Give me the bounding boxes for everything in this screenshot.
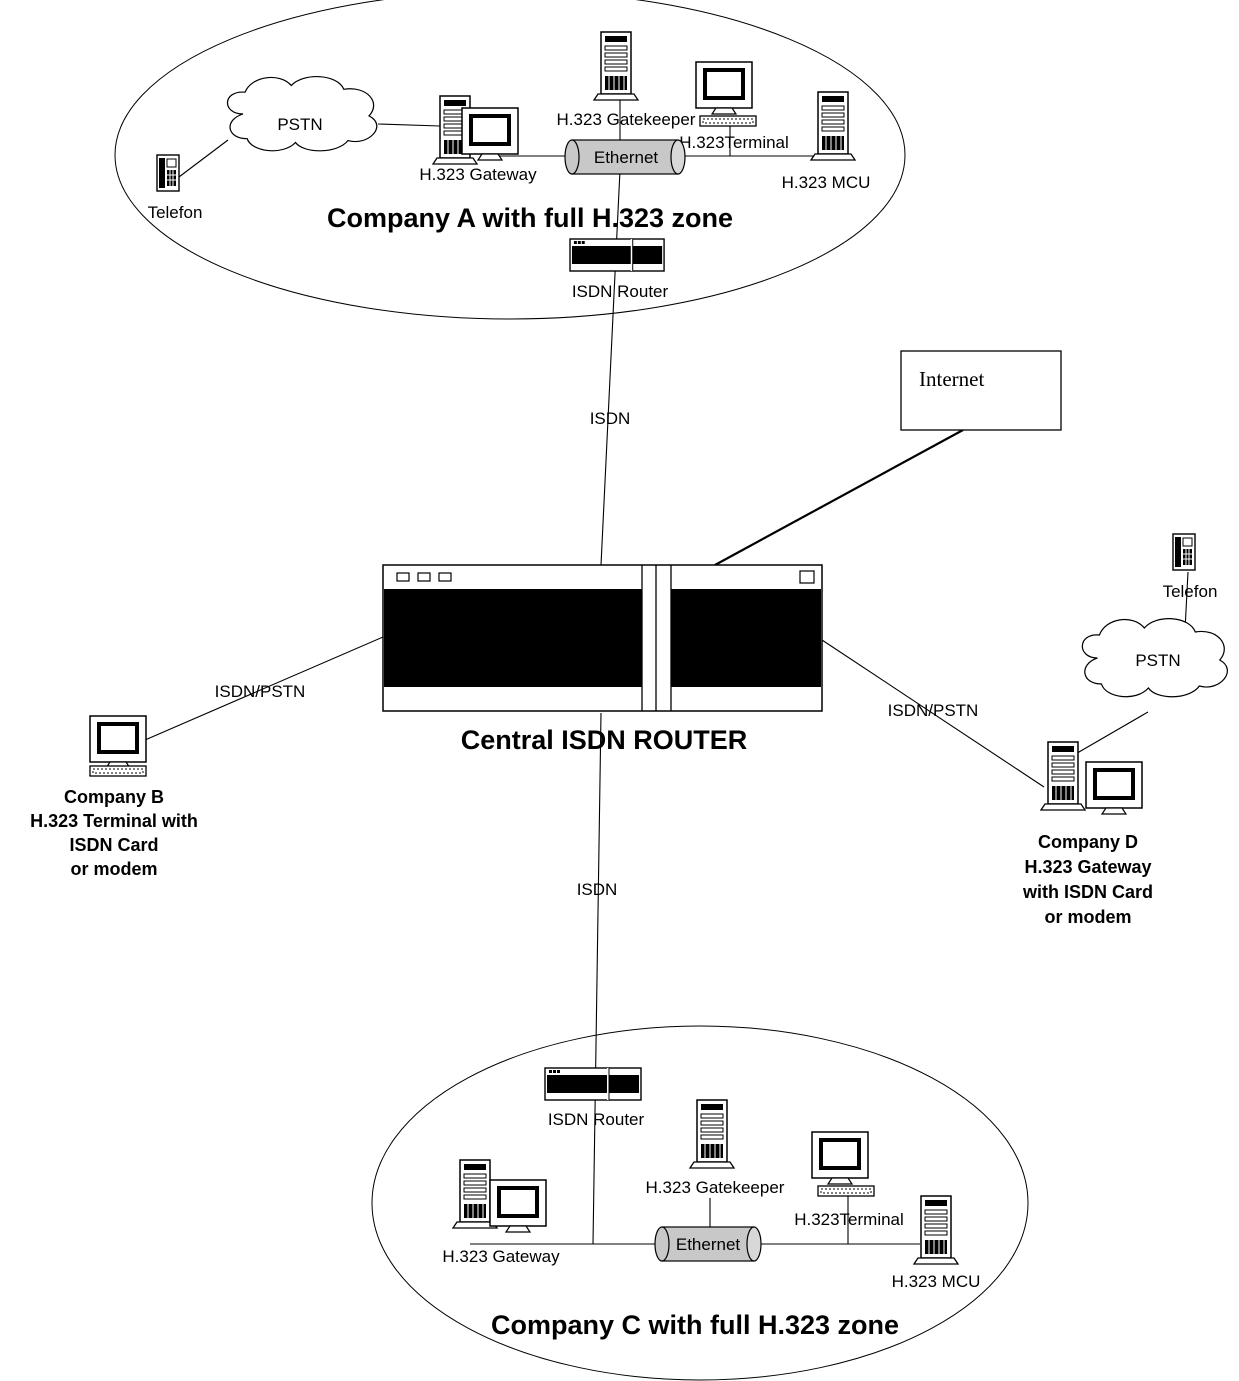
internet-label: Internet xyxy=(919,367,984,391)
pstn-label-d: PSTN xyxy=(1135,651,1180,670)
company-d-line-2: H.323 Gateway xyxy=(1024,857,1151,877)
isdn-pstn-label-d: ISDN/PSTN xyxy=(888,701,979,720)
company-d-line-4: or modem xyxy=(1044,907,1131,927)
mcu-server-icon-c xyxy=(913,1195,959,1265)
terminal-keyboard-icon-c xyxy=(817,1185,875,1197)
gatekeeper-server-icon-c xyxy=(689,1099,735,1169)
company-b-line-4: or modem xyxy=(70,859,157,879)
ethernet-cylinder-a xyxy=(564,139,686,175)
ethernet-label-a: Ethernet xyxy=(594,148,659,167)
gatekeeper-label-a: H.323 Gatekeeper xyxy=(557,110,696,129)
telefon-label-a: Telefon xyxy=(148,203,203,222)
link-internet xyxy=(714,429,964,566)
terminal-monitor-icon-a xyxy=(695,61,753,115)
terminal-monitor-icon-c xyxy=(811,1131,869,1185)
link-a-central xyxy=(600,169,621,566)
mcu-label-a: H.323 MCU xyxy=(782,173,871,192)
link-company-d xyxy=(821,639,1045,788)
company-d-monitor-icon xyxy=(1085,761,1143,815)
mcu-label-c: H.323 MCU xyxy=(892,1272,981,1291)
company-b-keyboard-icon xyxy=(89,765,147,777)
pstn-label-a: PSTN xyxy=(277,115,322,134)
company-c-title: Company C with full H.323 zone xyxy=(491,1310,899,1340)
ethernet-label-c: Ethernet xyxy=(676,1235,741,1254)
gateway-monitor-icon-a xyxy=(461,107,519,161)
ethernet-cylinder-c xyxy=(654,1226,762,1262)
isdn-label-top: ISDN xyxy=(590,409,631,428)
link-company-b xyxy=(144,636,384,741)
company-b-line-2: H.323 Terminal with xyxy=(30,811,198,831)
gateway-label-a: H.323 Gateway xyxy=(419,165,537,184)
internet-box xyxy=(900,350,1062,431)
gateway-label-c: H.323 Gateway xyxy=(442,1247,560,1266)
isdn-label-bottom: ISDN xyxy=(577,880,618,899)
isdn-router-icon-c xyxy=(544,1067,642,1101)
gatekeeper-label-c: H.323 Gatekeeper xyxy=(646,1178,785,1197)
company-b-line-1: Company B xyxy=(64,787,164,807)
company-a-title: Company A with full H.323 zone xyxy=(327,203,733,233)
telephone-icon-d xyxy=(1172,533,1196,571)
isdn-pstn-label-b: ISDN/PSTN xyxy=(215,682,306,701)
telephone-icon-a xyxy=(156,154,180,192)
link-phone-pstn-a xyxy=(174,139,229,181)
central-router-label: Central ISDN ROUTER xyxy=(461,725,748,755)
terminal-keyboard-icon-a xyxy=(699,115,757,127)
company-b-line-3: ISDN Card xyxy=(69,835,158,855)
company-d-line-3: with ISDN Card xyxy=(1022,882,1153,902)
gateway-monitor-icon-c xyxy=(489,1179,547,1233)
isdn-router-label-c: ISDN Router xyxy=(548,1110,645,1129)
pstn-cloud-a xyxy=(226,75,378,152)
isdn-router-icon-a xyxy=(569,238,666,272)
isdn-router-label-a: ISDN Router xyxy=(572,282,669,301)
link-d-phone xyxy=(1184,571,1189,631)
terminal-label-a: H.323Terminal xyxy=(679,133,789,152)
telefon-label-d: Telefon xyxy=(1163,582,1218,601)
central-router-icon xyxy=(382,564,823,712)
company-d-line-1: Company D xyxy=(1038,832,1138,852)
link-central-c xyxy=(592,712,602,1245)
link-pstn-gateway-a xyxy=(377,123,441,127)
mcu-server-icon-a xyxy=(810,91,856,161)
company-d-server-icon xyxy=(1040,741,1086,811)
company-c-zone xyxy=(371,1025,1029,1381)
terminal-label-c: H.323Terminal xyxy=(794,1210,904,1229)
company-b-monitor-icon xyxy=(89,715,147,769)
company-a-zone xyxy=(114,0,906,320)
gatekeeper-server-icon-a xyxy=(593,31,639,101)
